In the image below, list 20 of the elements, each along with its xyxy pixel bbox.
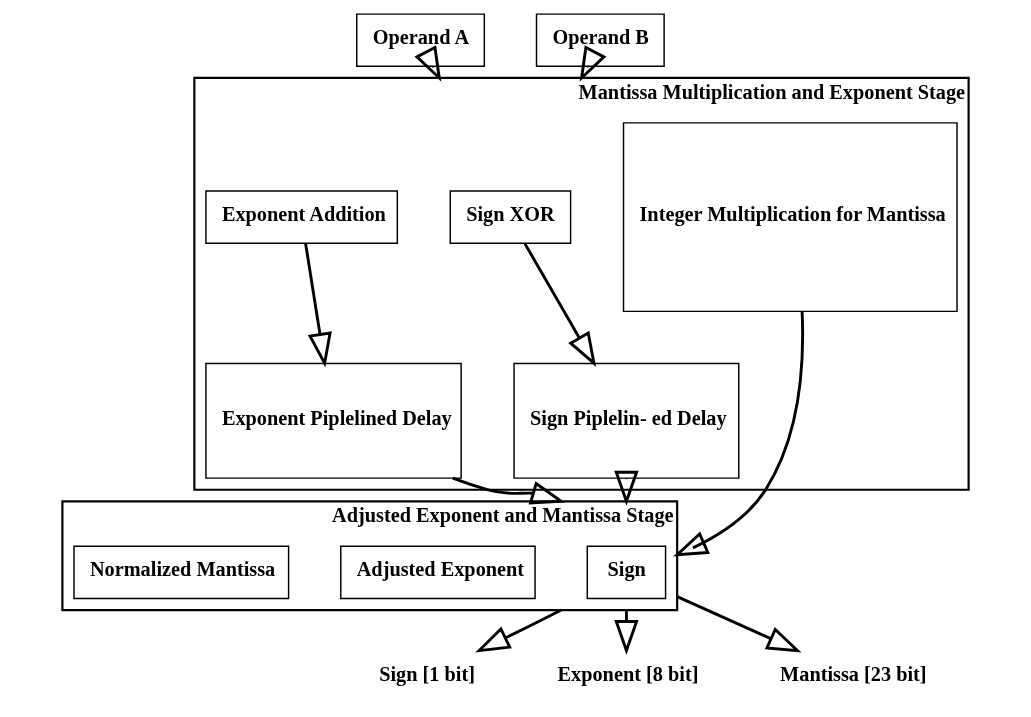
arrow bbox=[304, 243, 332, 368]
arrow bbox=[475, 608, 562, 653]
node-box: Exponent Addition bbox=[205, 190, 399, 244]
node-box: Integer Multiplication for Mantissa bbox=[622, 122, 958, 313]
node-box: Sign XOR bbox=[449, 190, 572, 244]
node-box: Exponent Piplelined Delay bbox=[205, 362, 462, 479]
arrow bbox=[614, 470, 639, 506]
arrow bbox=[676, 595, 802, 653]
arrow bbox=[673, 311, 805, 557]
node-box: Normalized Mantissa bbox=[73, 545, 290, 600]
arrow bbox=[523, 242, 597, 367]
arrow bbox=[452, 476, 566, 505]
arrow bbox=[579, 45, 607, 82]
node-text: Sign [1 bit] bbox=[379, 662, 475, 685]
node-box: Sign bbox=[586, 545, 667, 600]
node-text: Exponent [8 bit] bbox=[557, 662, 699, 685]
arrow bbox=[614, 610, 639, 655]
arrow bbox=[414, 45, 442, 82]
node-text: Mantissa [23 bit] bbox=[780, 662, 927, 685]
node-box: Adjusted Exponent bbox=[340, 545, 536, 600]
